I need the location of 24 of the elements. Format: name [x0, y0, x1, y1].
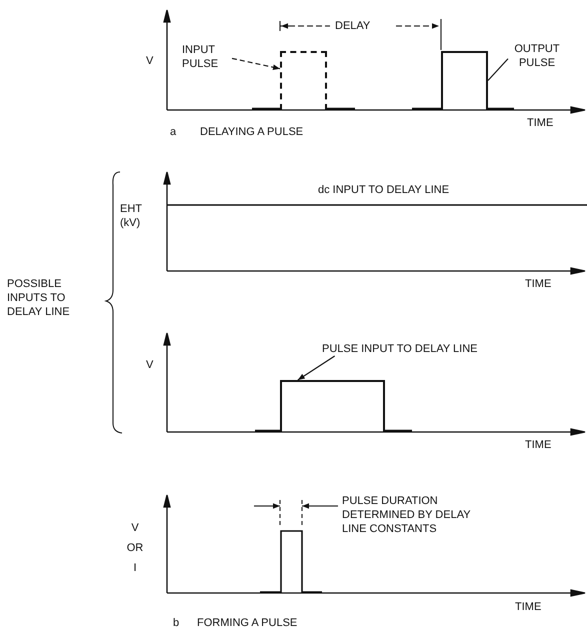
leader-line	[232, 58, 280, 70]
callout-text: PULSE INPUT TO DELAY LINE	[322, 342, 478, 356]
axis-label: TIME	[525, 438, 552, 452]
figure-caption: DELAYING A PULSE	[200, 125, 304, 139]
axis-label: TIME	[515, 600, 542, 614]
figure-label: a	[170, 125, 176, 139]
figure-caption: FORMING A PULSE	[197, 616, 298, 630]
chart-title: dc INPUT TO DELAY LINE	[318, 183, 450, 197]
pulse-waveform	[280, 51, 327, 110]
axis-label: EHT (kV)	[120, 202, 143, 230]
callout-text: OUTPUT PULSE	[513, 42, 561, 70]
annotation-text: PULSE DURATION DETERMINED BY DELAY LINE CONSTANTS	[342, 494, 472, 536]
axis-label: V	[146, 358, 154, 372]
brace-label: POSSIBLE INPUTS TO DELAY LINE	[7, 277, 71, 319]
pulse-waveform	[280, 380, 385, 432]
axis-label: TIME	[525, 277, 552, 291]
pulse-waveform	[441, 51, 488, 110]
callout-text: INPUT PULSE	[182, 43, 220, 71]
axis-label: V OR I	[126, 521, 144, 576]
leader-line	[488, 58, 508, 81]
leader-line	[298, 356, 336, 380]
figure-label: b	[173, 616, 180, 630]
axis-label: V	[146, 54, 154, 68]
axis-label: TIME	[527, 116, 554, 130]
